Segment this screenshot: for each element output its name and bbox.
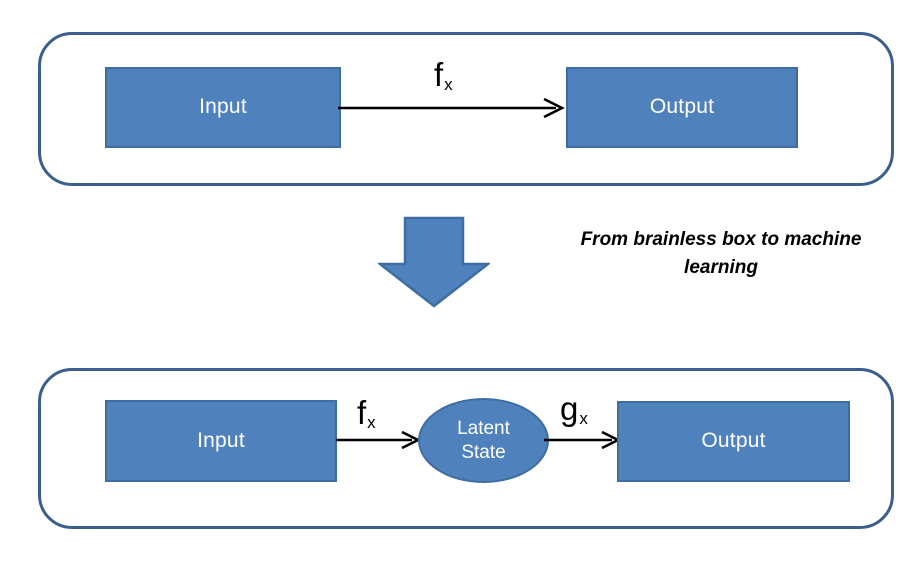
bottom-function-f-subscript: x: [367, 413, 376, 432]
bottom-flow-arrow-1: [336, 430, 421, 450]
top-input-box[interactable]: Input: [105, 67, 341, 148]
bottom-output-label: Output: [701, 429, 766, 453]
latent-state-ellipse[interactable]: Latent State: [418, 398, 549, 483]
top-output-label: Output: [649, 95, 715, 119]
top-function-label: fx: [434, 56, 453, 94]
top-function-label-base: f: [434, 56, 444, 93]
bottom-function-label-g: gx: [560, 390, 588, 428]
latent-state-label-line1: Latent: [457, 417, 510, 439]
bottom-input-box[interactable]: Input: [105, 400, 337, 482]
bottom-input-label: Input: [197, 428, 245, 452]
transition-caption: From brainless box to machine learning: [580, 229, 862, 278]
bottom-function-g-base: g: [560, 390, 579, 427]
latent-state-label-line2: State: [461, 441, 506, 463]
bottom-output-box[interactable]: Output: [617, 401, 850, 482]
top-flow-arrow: [338, 97, 565, 119]
bottom-function-f-base: f: [357, 394, 367, 431]
bottom-flow-arrow-2: [544, 430, 621, 450]
bottom-function-label-f: fx: [357, 394, 376, 432]
bottom-panel-container: [38, 368, 894, 529]
bottom-function-g-subscript: x: [579, 409, 588, 428]
top-input-label: Input: [199, 95, 247, 119]
down-arrow-icon: [378, 216, 490, 308]
top-function-label-subscript: x: [444, 75, 453, 94]
top-panel-container: [38, 32, 894, 186]
top-output-box[interactable]: Output: [566, 67, 798, 148]
